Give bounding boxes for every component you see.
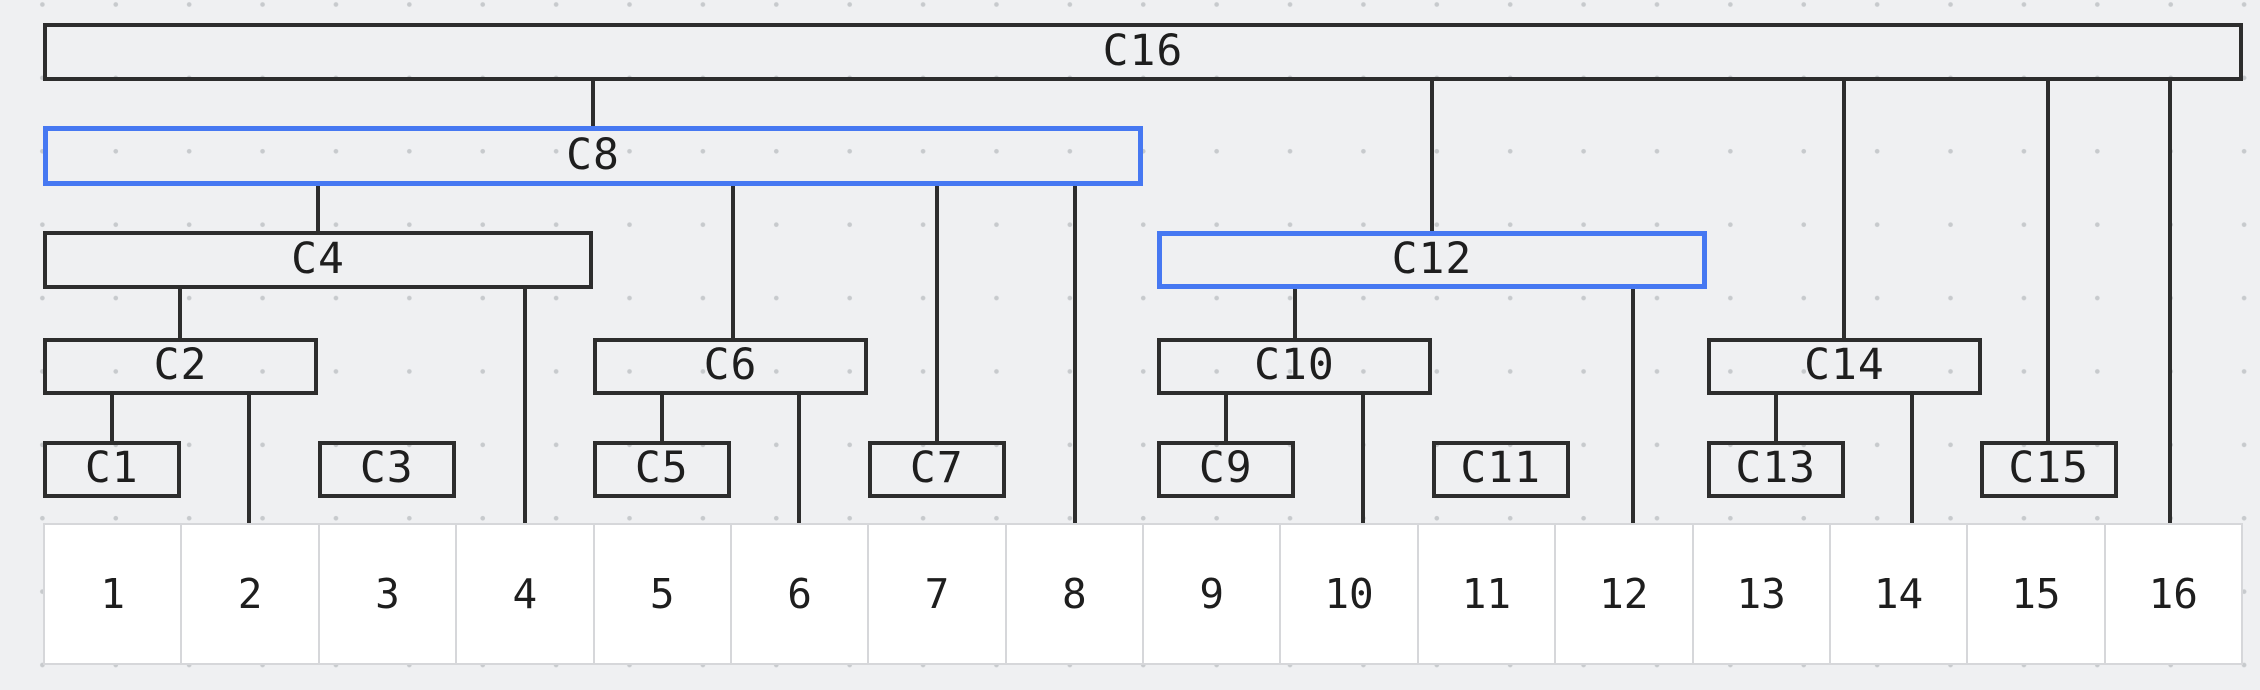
cell-label-6: 6 (787, 569, 812, 618)
node-label-C4: C4 (291, 233, 345, 284)
cell-label-3: 3 (375, 569, 400, 618)
cell-2[interactable]: 2 (182, 525, 320, 663)
cell-5[interactable]: 5 (594, 525, 732, 663)
node-label-C10: C10 (1254, 340, 1335, 390)
connector-C16-cell-16 (2168, 79, 2172, 524)
connector-C16-C12 (1430, 79, 1434, 233)
connector-C16-C14 (1842, 79, 1846, 340)
node-C15[interactable]: C15 (1980, 441, 2118, 498)
cell-15[interactable]: 15 (1968, 525, 2106, 663)
cell-label-8: 8 (1061, 569, 1087, 618)
cell-label-16: 16 (2148, 569, 2198, 618)
cell-label-1: 1 (100, 569, 126, 618)
node-label-C3: C3 (359, 443, 414, 493)
connector-C2-C1 (110, 393, 114, 443)
connector-C6-cell-6 (797, 393, 801, 524)
connector-C4-C2 (178, 287, 182, 340)
cell-label-14: 14 (1873, 569, 1924, 618)
node-label-C14: C14 (1804, 340, 1885, 390)
node-label-C7: C7 (909, 443, 964, 493)
connector-C8-cell-8 (1073, 184, 1077, 524)
node-label-C6: C6 (703, 340, 758, 390)
cell-6[interactable]: 6 (731, 525, 870, 663)
node-C4[interactable]: C4 (43, 231, 593, 289)
cell-16[interactable]: 16 (2105, 525, 2241, 663)
node-label-C5: C5 (634, 443, 689, 493)
cell-12[interactable]: 12 (1556, 525, 1694, 663)
node-C10[interactable]: C10 (1157, 338, 1432, 395)
node-C12[interactable]: C12 (1157, 231, 1707, 289)
node-C5[interactable]: C5 (593, 441, 731, 498)
node-C3[interactable]: C3 (318, 441, 456, 498)
node-C11[interactable]: C11 (1432, 441, 1570, 498)
connector-C12-cell-12 (1631, 287, 1635, 524)
cell-label-10: 10 (1324, 569, 1374, 618)
cell-label-4: 4 (512, 569, 538, 618)
connector-C14-cell-14 (1910, 393, 1914, 524)
cell-9[interactable]: 9 (1144, 525, 1282, 663)
cell-10[interactable]: 10 (1281, 525, 1419, 663)
cell-14[interactable]: 14 (1830, 525, 1969, 663)
cell-4[interactable]: 4 (457, 525, 595, 663)
node-C6[interactable]: C6 (593, 338, 868, 395)
node-label-C16: C16 (1102, 25, 1184, 76)
connector-C16-C8 (591, 79, 595, 128)
cell-label-12: 12 (1599, 569, 1649, 618)
node-C16[interactable]: C16 (43, 23, 2243, 81)
node-label-C13: C13 (1735, 443, 1817, 493)
connector-C8-C4 (316, 184, 320, 233)
node-label-C11: C11 (1460, 443, 1542, 493)
cell-label-5: 5 (649, 569, 675, 618)
node-label-C1: C1 (84, 443, 139, 493)
cell-label-7: 7 (924, 569, 950, 618)
connector-C14-C13 (1774, 393, 1778, 443)
connector-C10-cell-10 (1361, 393, 1365, 524)
node-C13[interactable]: C13 (1707, 441, 1845, 498)
connector-C6-C5 (660, 393, 664, 443)
node-label-C2: C2 (153, 340, 208, 390)
node-label-C9: C9 (1198, 443, 1253, 493)
node-label-C12: C12 (1391, 233, 1473, 284)
connector-C12-C10 (1293, 287, 1297, 340)
cell-7[interactable]: 7 (869, 525, 1007, 663)
cell-label-9: 9 (1199, 569, 1225, 618)
node-C2[interactable]: C2 (43, 338, 318, 395)
cell-label-15: 15 (2011, 569, 2061, 618)
connector-C2-cell-2 (247, 393, 251, 524)
node-C1[interactable]: C1 (43, 441, 181, 498)
node-C8[interactable]: C8 (43, 126, 1143, 186)
node-C9[interactable]: C9 (1157, 441, 1295, 498)
cell-8[interactable]: 8 (1006, 525, 1144, 663)
node-C14[interactable]: C14 (1707, 338, 1982, 395)
connector-C8-C7 (935, 184, 939, 443)
connector-C16-C15 (2046, 79, 2050, 443)
cell-3[interactable]: 3 (319, 525, 458, 663)
cell-label-13: 13 (1736, 569, 1786, 618)
connector-C8-C6 (731, 184, 735, 340)
connector-C4-cell-4 (523, 287, 527, 524)
node-C7[interactable]: C7 (868, 441, 1006, 498)
cell-label-2: 2 (237, 569, 263, 618)
cell-label-11: 11 (1461, 569, 1512, 618)
cell-11[interactable]: 11 (1418, 525, 1557, 663)
cell-1[interactable]: 1 (45, 525, 183, 663)
connector-C10-C9 (1224, 393, 1228, 443)
node-label-C15: C15 (2008, 443, 2090, 493)
node-label-C8: C8 (566, 129, 620, 180)
cell-13[interactable]: 13 (1693, 525, 1831, 663)
